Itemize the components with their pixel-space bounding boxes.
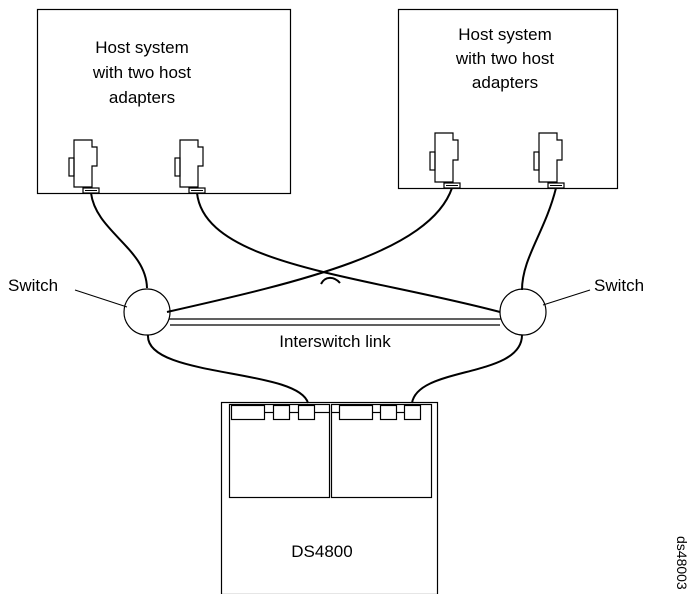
- host-box-right: [397, 8, 619, 190]
- fibre-cables: [90, 187, 557, 313]
- interswitch-link: Interswitch link: [169, 318, 501, 351]
- figure-id: ds48003: [674, 536, 690, 590]
- host-port: [338, 404, 374, 421]
- host-label-line-3: adapters: [472, 73, 538, 92]
- host-box-left: [36, 8, 292, 195]
- cable-host2-adapter2-to-right-switch: [521, 187, 557, 291]
- host-adapter-icon: [68, 139, 100, 194]
- interswitch-link-label: Interswitch link: [279, 332, 391, 351]
- host-port: [379, 404, 398, 421]
- switch-callout-line: [74, 289, 128, 308]
- host-label-line-2: with two host: [455, 49, 555, 68]
- cable-left-switch-to-controller-a: [146, 334, 309, 404]
- host-system-left: Host system with two host adapters: [36, 8, 292, 195]
- switch-callout-line: [542, 289, 591, 306]
- switch-icon: [499, 288, 547, 336]
- cable-host1-adapter1-to-left-switch: [90, 192, 148, 289]
- host-label-line-1: Host system: [458, 25, 552, 44]
- cable-host1-adapter2-to-right-switch: [196, 192, 501, 313]
- host-adapter-icon: [533, 132, 565, 189]
- controller-a: [228, 403, 331, 499]
- host-label-line-2: with two host: [92, 63, 192, 82]
- host-system-right: Host system with two host adapters: [397, 8, 619, 190]
- switch-icon: [123, 288, 171, 336]
- switch-left: Switch: [8, 276, 171, 336]
- host-label-line-3: adapters: [109, 88, 175, 107]
- host-port: [403, 404, 422, 421]
- ds4800-storage: DS4800: [220, 401, 439, 594]
- cable-host2-adapter1-to-left-switch: [166, 187, 453, 313]
- host-port: [297, 404, 316, 421]
- storage-cables: [146, 334, 523, 404]
- switch-label: Switch: [8, 276, 58, 295]
- host-port: [272, 404, 291, 421]
- cable-right-switch-to-controller-b: [411, 334, 523, 404]
- host-port: [230, 404, 266, 421]
- storage-label: DS4800: [291, 542, 352, 561]
- storage-chassis: [220, 401, 439, 594]
- controller-b: [330, 403, 433, 499]
- switch-right: Switch: [499, 276, 644, 336]
- host-label-line-1: Host system: [95, 38, 189, 57]
- host-adapter-icon: [174, 139, 206, 194]
- host-adapter-icon: [429, 132, 461, 189]
- switch-label: Switch: [594, 276, 644, 295]
